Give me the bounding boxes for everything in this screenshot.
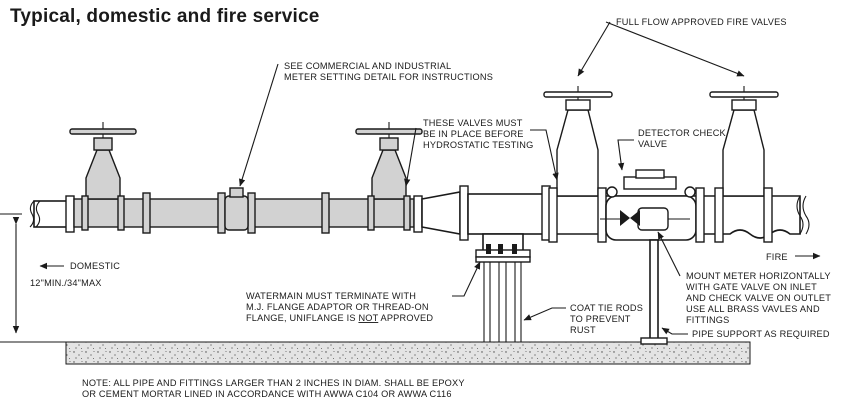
- label-mount-4: USE ALL BRASS VAVLES AND: [686, 304, 820, 314]
- label-coat-1: COAT TIE RODS: [570, 303, 643, 313]
- height-dimension: [0, 213, 66, 343]
- label-mount-5: FITTINGS: [686, 315, 729, 325]
- label-mount-1: MOUNT METER HORIZONTALLY: [686, 271, 831, 281]
- label-detector-2: VALVE: [638, 139, 667, 149]
- label-min-max: 12"MIN./34"MAX: [30, 278, 102, 288]
- label-domestic: DOMESTIC: [70, 261, 120, 271]
- note-line-2: OR CEMENT MORTAR LINED IN ACCORDANCE WIT…: [82, 389, 452, 399]
- tee-fitting: [421, 185, 551, 263]
- inlet-pipe: [29, 195, 75, 233]
- label-valves-2: BE IN PLACE BEFORE: [423, 129, 524, 139]
- label-commercial-1: SEE COMMERCIAL AND INDUSTRIAL: [284, 61, 451, 71]
- label-watermain-3: FLANGE, UNIFLANGE IS NOT APPROVED: [246, 313, 433, 323]
- fire-valve-left: [543, 86, 613, 243]
- fire-valve-right: [709, 86, 779, 243]
- label-watermain-3a: FLANGE, UNIFLANGE IS: [246, 313, 358, 323]
- leader-lines: [39, 21, 821, 335]
- diagram-title: Typical, domestic and fire service: [10, 6, 320, 27]
- detector-check-valve: [600, 169, 705, 243]
- label-commercial-2: METER SETTING DETAIL FOR INSTRUCTIONS: [284, 72, 493, 82]
- label-mount-2: WITH GATE VALVE ON INLET: [686, 282, 817, 292]
- label-valves-1: THESE VALVES MUST: [423, 118, 523, 128]
- label-watermain-3b: APPROVED: [378, 313, 433, 323]
- label-watermain-2: M.J. FLANGE ADAPTOR OR THREAD-ON: [246, 302, 429, 312]
- label-watermain-1: WATERMAIN MUST TERMINATE WITH: [246, 291, 416, 301]
- label-coat-2: TO PREVENT: [570, 314, 631, 324]
- label-fire: FIRE: [766, 252, 788, 262]
- tie-rods: [483, 262, 522, 342]
- label-support: PIPE SUPPORT AS REQUIRED: [692, 329, 830, 339]
- label-valves-3: HYDROSTATIC TESTING: [423, 140, 533, 150]
- label-coat-3: RUST: [570, 325, 596, 335]
- label-watermain-not: NOT: [358, 313, 378, 323]
- label-fire-valves: FULL FLOW APPROVED FIRE VALVES: [616, 17, 787, 27]
- label-mount-3: AND CHECK VALVE ON OUTLET: [686, 293, 831, 303]
- domestic-meter-assembly: [69, 122, 423, 234]
- ground-slab: [65, 341, 751, 365]
- label-detector-1: DETECTOR CHECK: [638, 128, 727, 138]
- pipe-support: [640, 239, 668, 345]
- note-line-1: NOTE: ALL PIPE AND FITTINGS LARGER THAN …: [82, 378, 465, 388]
